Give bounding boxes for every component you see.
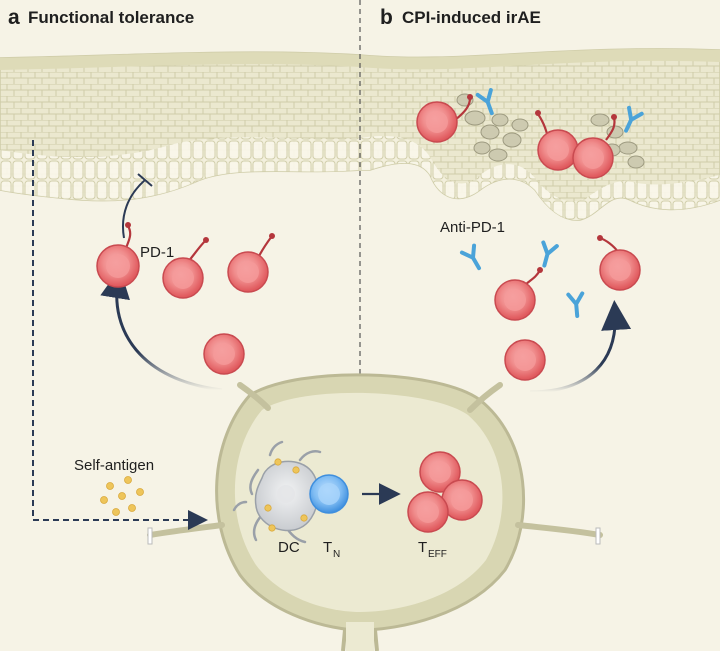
t-cell-skin-b-3 [572, 114, 617, 179]
dendritic-cell [232, 440, 322, 544]
t-cell-emerging-b [504, 339, 546, 381]
t-cell-pd1-3 [227, 233, 275, 293]
t-cell-pd1-1 [96, 222, 140, 288]
self-antigen-particles [100, 458, 308, 532]
svg-text:T: T [418, 539, 427, 556]
anti-pd1-label: Anti-PD-1 [440, 219, 505, 236]
panel-b-title: CPI-induced irAE [402, 8, 541, 27]
t-cell-emerging-a [203, 333, 245, 375]
self-antigen-path [32, 140, 208, 530]
tn-label: T N [323, 539, 340, 560]
panel-a-letter: a [8, 6, 20, 29]
panel-a-header: a Functional tolerance [8, 6, 194, 29]
inhibition-arrow [122, 173, 153, 239]
t-cell-pd1-b-2 [597, 235, 641, 291]
svg-text:EFF: EFF [428, 549, 447, 560]
teff-label: T EFF [418, 539, 447, 560]
self-antigen-label: Self-antigen [74, 457, 154, 474]
svg-text:N: N [333, 549, 340, 560]
pd1-label: PD-1 [140, 244, 174, 261]
t-cell-skin-b-1 [416, 94, 473, 143]
damaged-keratinocytes [456, 93, 645, 169]
effector-t-cells [407, 451, 483, 533]
antibodies [459, 88, 644, 318]
skin-tissue [0, 48, 720, 221]
naive-t-cell [309, 474, 349, 514]
svg-text:T: T [323, 539, 332, 556]
lymph-node [147, 373, 603, 651]
arrow-node-to-skin-b [529, 300, 632, 394]
t-cell-pd1-2 [162, 237, 209, 299]
panel-b-header: b CPI-induced irAE [380, 6, 541, 29]
panel-a-title: Functional tolerance [28, 8, 194, 27]
panel-b-letter: b [380, 6, 393, 29]
dc-label: DC [278, 539, 300, 556]
t-cell-skin-b-2 [535, 110, 579, 171]
arrow-node-to-skin-a [100, 268, 223, 392]
t-cell-pd1-b-1 [494, 267, 543, 321]
